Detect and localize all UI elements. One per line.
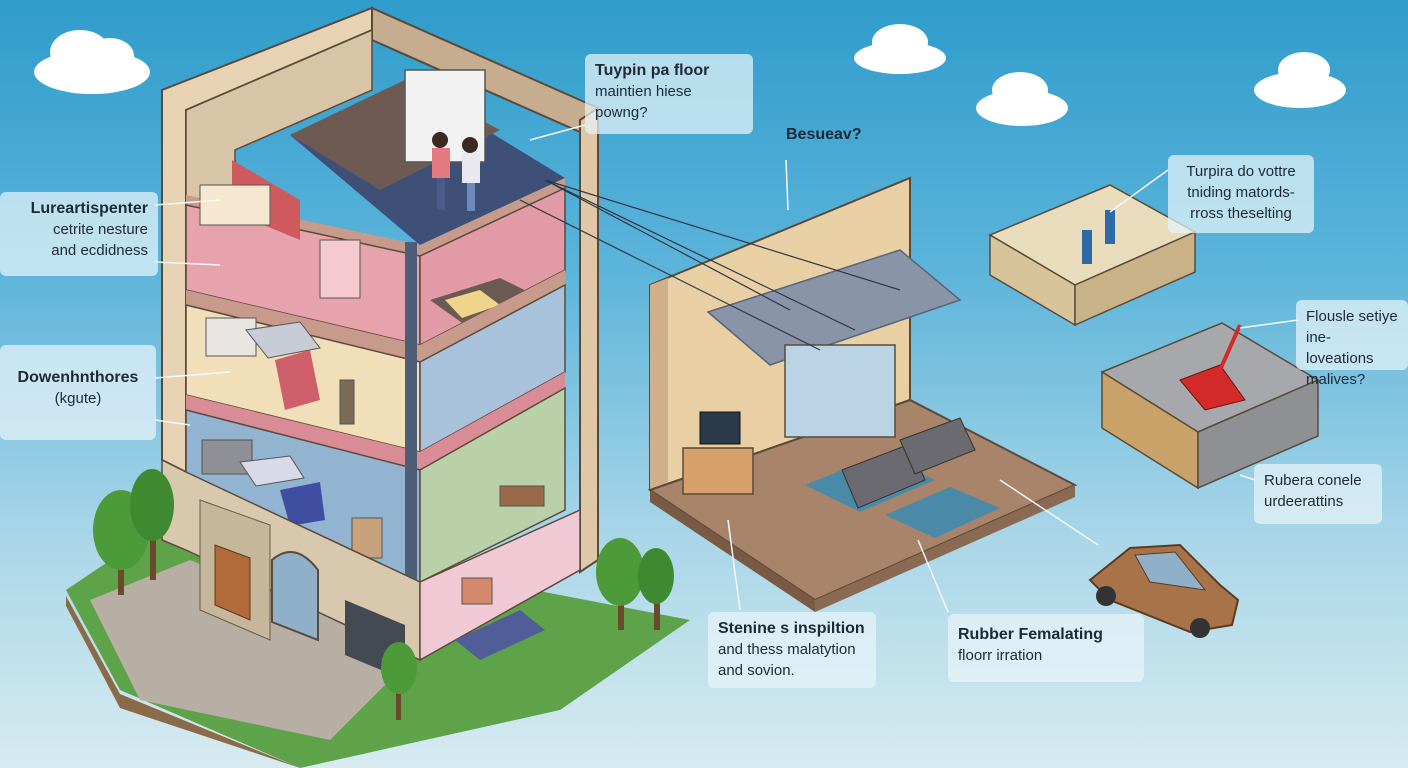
callout-title: Rubber Femalating xyxy=(958,626,1103,643)
callout-line: malives? xyxy=(1306,371,1366,388)
sightline-lines xyxy=(519,179,901,351)
gravel-layer-block xyxy=(1100,322,1320,490)
callout-title: Tuypin pa floor xyxy=(595,62,710,79)
callout-bottom-center: Stenine s inspiltion and thess malatytio… xyxy=(708,612,876,688)
callout-left-top: Lureartispenter cetrite nesture and ecdi… xyxy=(0,192,158,276)
callout-line: tniding matords- xyxy=(1187,184,1295,201)
callout-line: Turpira do vottre xyxy=(1186,163,1296,180)
callout-line: powng? xyxy=(595,104,648,121)
cloud-icon xyxy=(1254,52,1346,108)
cloud-icon xyxy=(34,30,150,94)
callout-line: cetrite nesture xyxy=(52,221,148,238)
callout-line: Rubera conele xyxy=(1264,472,1362,489)
car-icon xyxy=(1088,543,1240,638)
callout-right-low: Rubera conele urdeerattins xyxy=(1254,464,1382,524)
tree-icon xyxy=(596,538,674,630)
callout-line: Flousle setiye xyxy=(1306,308,1398,325)
apartment-building xyxy=(161,6,599,680)
connector-lines xyxy=(154,124,1299,613)
callout-line: and ecdidness xyxy=(51,242,148,259)
callout-line: and thess malatytion xyxy=(718,641,856,658)
callout-bottom-right: Rubber Femalating floorr irration xyxy=(948,614,1144,682)
callout-line: maintien hiese xyxy=(595,83,692,100)
callout-line: ine- loveations xyxy=(1306,329,1374,367)
callout-line: and sovion. xyxy=(718,662,795,679)
callout-left-mid: Dowenhnthores (kgute) xyxy=(0,345,156,440)
callout-line: floorr irration xyxy=(958,647,1043,664)
callout-right-mid: Flousle setiye ine- loveations malives? xyxy=(1296,300,1408,388)
callout-title: Lureartispenter xyxy=(30,200,148,217)
tree-icon xyxy=(381,642,417,720)
label-center-top: Besueav? xyxy=(786,126,862,143)
callout-top-center: Tuypin pa floor maintien hiese powng? xyxy=(585,54,753,134)
callout-title: Dowenhnthores xyxy=(17,369,139,386)
cloud-icon xyxy=(976,72,1068,126)
callout-line: rross theselting xyxy=(1190,205,1292,222)
cloud-icon xyxy=(854,24,946,74)
callout-right-top: Turpira do vottre tniding matords- rross… xyxy=(1168,155,1314,233)
callout-title: Stenine s inspiltion xyxy=(718,620,865,637)
tree-icon xyxy=(93,469,174,595)
sand-layer-block xyxy=(988,184,1197,327)
callout-line: urdeerattins xyxy=(1264,493,1344,510)
floor-detail-room xyxy=(647,176,1078,612)
callout-line: (kgute) xyxy=(54,390,102,407)
